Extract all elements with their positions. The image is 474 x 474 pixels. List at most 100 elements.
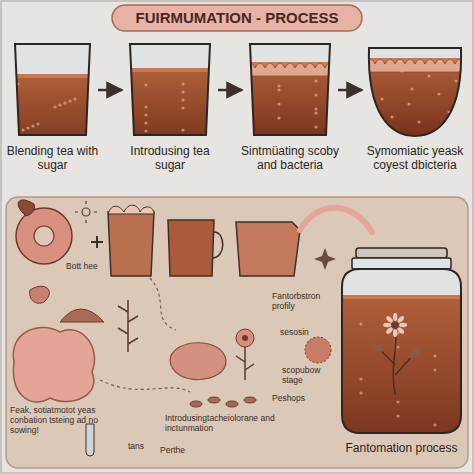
disc-hole xyxy=(34,226,54,246)
bubble xyxy=(407,102,410,105)
bubble xyxy=(396,414,399,417)
tea-glass: Symomiatic yeask coyest dbicteria xyxy=(365,40,465,190)
tea xyxy=(10,74,95,138)
petal xyxy=(399,323,407,327)
culture-disc xyxy=(305,337,331,363)
bubble xyxy=(181,82,184,85)
tea-glass: Sintmüating scoby and bacteria xyxy=(245,40,335,190)
bubble xyxy=(433,368,436,371)
bubble xyxy=(144,129,147,132)
beaker xyxy=(108,212,154,276)
tea-glass: Blending tea with sugar xyxy=(10,40,95,190)
bubble xyxy=(58,103,61,106)
jug xyxy=(168,220,214,276)
note-label: Perthe xyxy=(160,446,185,456)
bubble xyxy=(68,99,71,102)
bubble xyxy=(277,116,280,119)
flower-center xyxy=(392,322,399,329)
petal xyxy=(385,315,394,324)
vessel-rim xyxy=(342,269,461,433)
tea-surface xyxy=(125,68,215,72)
tea-liquid xyxy=(125,68,215,138)
title-banner xyxy=(112,5,362,31)
bubble xyxy=(144,121,147,124)
bubble xyxy=(144,105,147,108)
bubble xyxy=(454,79,457,82)
bubble xyxy=(73,97,76,100)
note-label: tans xyxy=(128,442,144,452)
petal xyxy=(396,326,405,335)
glass-outline xyxy=(10,40,95,138)
bubble xyxy=(437,92,440,95)
tea xyxy=(245,62,335,138)
tea-liquid xyxy=(338,295,465,435)
bubble xyxy=(396,345,399,348)
test-tube xyxy=(86,424,94,456)
jug-handle xyxy=(212,232,223,258)
bubble xyxy=(380,97,383,100)
note-label: Fantorbstron profily xyxy=(272,292,332,312)
dashed-path xyxy=(100,380,190,392)
bubble xyxy=(277,70,280,73)
step-caption: Symomiatic yeask coyest dbicteria xyxy=(357,144,473,172)
bubble xyxy=(36,122,39,125)
bubble xyxy=(26,126,29,129)
froth xyxy=(108,205,154,214)
bowl-outline xyxy=(365,40,465,138)
ingredient-pile xyxy=(60,309,104,322)
tea-liquid xyxy=(245,62,335,138)
bubble xyxy=(314,111,317,114)
vessel-rim xyxy=(369,48,461,136)
leaf xyxy=(30,286,50,303)
step-caption: Introdusing tea sugar xyxy=(117,144,223,172)
flow-arrow xyxy=(218,89,242,92)
dashed-path xyxy=(150,278,176,330)
vessel-rim xyxy=(130,44,210,135)
tea xyxy=(125,68,215,138)
bubble xyxy=(433,423,436,426)
scoby-foam xyxy=(365,59,465,72)
tea xyxy=(338,295,465,435)
bubble xyxy=(396,400,399,403)
tea-leaf xyxy=(18,200,34,216)
vessel-rim xyxy=(250,44,330,135)
bubble xyxy=(359,322,362,325)
bubble xyxy=(314,125,317,128)
pitcher xyxy=(236,222,300,276)
leaf xyxy=(408,346,423,360)
bubble xyxy=(181,106,184,109)
bubble xyxy=(314,79,317,82)
tea-glass: Introdusing tea sugar xyxy=(125,40,215,190)
step-caption: Blending tea with sugar xyxy=(2,144,103,172)
bubble xyxy=(53,105,56,108)
flow-arrow xyxy=(338,89,362,92)
bubble xyxy=(314,107,317,110)
scoby-layer xyxy=(170,343,226,380)
tea-liquid xyxy=(10,74,95,138)
beans xyxy=(190,397,256,407)
bubble xyxy=(144,113,147,116)
bubble xyxy=(400,69,403,72)
flower-stem xyxy=(236,345,254,380)
herb-sprig xyxy=(118,300,138,352)
bubble xyxy=(181,98,184,101)
flow-arrow xyxy=(98,89,122,92)
note-label: Peshops xyxy=(272,394,305,404)
bubble xyxy=(277,84,280,87)
title-text: FUIRMUMATION - PROCESS xyxy=(112,5,362,31)
tea-leaf-disc xyxy=(16,208,72,264)
bubble xyxy=(433,354,436,357)
note-label: Introdusingtacheiolorane and inctunmatio… xyxy=(165,414,305,434)
vessel-rim xyxy=(15,44,90,135)
bubble xyxy=(359,377,362,380)
bubble xyxy=(427,74,430,77)
glass-outline xyxy=(245,40,335,138)
flower-stem xyxy=(379,325,413,395)
tea xyxy=(365,58,465,138)
bubble xyxy=(181,128,184,131)
bubble xyxy=(21,128,24,131)
note-label: Bott hee xyxy=(66,262,98,272)
bubble xyxy=(359,391,362,394)
